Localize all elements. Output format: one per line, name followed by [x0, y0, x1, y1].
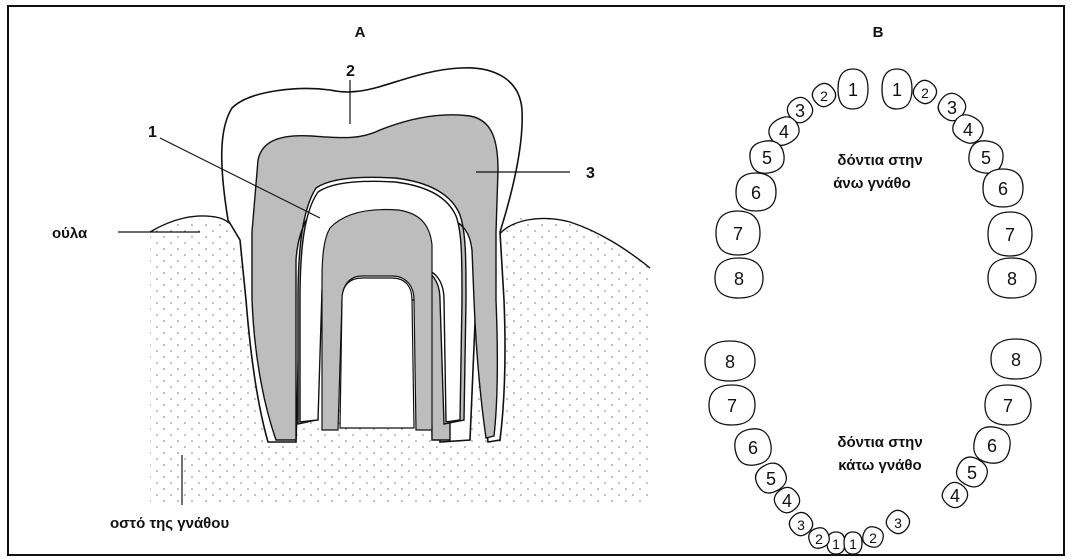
tooth-number: 5 [981, 148, 991, 168]
upper-caption-line2: άνω γνάθο [833, 175, 911, 192]
tooth-number: 1 [892, 80, 902, 100]
tooth-number: 2 [820, 88, 828, 104]
tooth-number: 5 [762, 148, 772, 168]
lower-tooth-right-1: 1 [844, 532, 862, 554]
label-gum: ούλα [52, 225, 88, 242]
lower-tooth-left-8: 8 [705, 341, 755, 381]
upper-tooth-right-6: 6 [983, 169, 1023, 207]
upper-tooth-left-2: 2 [809, 80, 840, 111]
tooth-number: 8 [1007, 269, 1017, 289]
tooth-number: 5 [967, 463, 977, 483]
tooth-number: 6 [987, 436, 997, 456]
lower-caption-line1: δόντια στην [837, 434, 922, 451]
tooth-number: 8 [1011, 350, 1021, 370]
upper-tooth-left-6: 6 [736, 173, 776, 211]
panel-b-title: B [873, 24, 884, 41]
tooth-number: 5 [766, 469, 776, 489]
tooth-number: 1 [832, 536, 840, 552]
tooth-number: 4 [779, 122, 789, 142]
pulp-chamber-inner [340, 278, 414, 428]
tooth-number: 7 [1003, 396, 1013, 416]
upper-caption-line1: δόντια στην [837, 152, 922, 169]
tooth-number: 6 [751, 183, 761, 203]
lower-tooth-right-8: 8 [991, 339, 1041, 379]
tooth-number: 1 [848, 80, 858, 100]
upper-tooth-right-1: 1 [882, 69, 912, 109]
label-1: 1 [148, 124, 157, 141]
tooth-number: 7 [1005, 225, 1015, 245]
tooth-number: 2 [815, 531, 823, 547]
panel-a-title: A [355, 24, 366, 41]
tooth-number: 8 [734, 269, 744, 289]
lower-tooth-right-3: 3 [883, 507, 914, 538]
lower-tooth-left-1: 1 [827, 532, 845, 554]
tooth-number: 7 [727, 396, 737, 416]
tooth-number: 8 [725, 352, 735, 372]
upper-tooth-left-8: 8 [715, 258, 763, 298]
tooth-number: 4 [782, 491, 792, 511]
tooth-number: 6 [748, 438, 758, 458]
tooth-number: 4 [963, 120, 973, 140]
tooth-number: 2 [921, 85, 929, 101]
lower-caption-line2: κάτω γνάθο [838, 457, 921, 474]
upper-tooth-right-2: 2 [910, 77, 941, 108]
lower-tooth-left-6: 6 [732, 426, 774, 468]
lower-tooth-right-2: 2 [860, 524, 886, 550]
tooth-number: 7 [733, 224, 743, 244]
upper-tooth-right-7: 7 [988, 212, 1032, 256]
upper-tooth-left-1: 1 [838, 69, 868, 109]
tooth-number: 3 [947, 98, 957, 118]
tooth-number: 3 [797, 517, 805, 533]
lower-tooth-left-7: 7 [709, 385, 755, 425]
panel-a: A 1 2 3 ούλα οσ [52, 24, 650, 532]
label-2: 2 [346, 63, 355, 80]
tooth-number: 3 [894, 515, 902, 531]
tooth-number: 6 [998, 179, 1008, 199]
tooth-number: 4 [950, 486, 960, 506]
lower-tooth-right-7: 7 [985, 385, 1031, 425]
upper-tooth-left-7: 7 [716, 211, 760, 255]
label-jaw-bone: οστό της γνάθου [110, 515, 229, 532]
tooth-number: 1 [849, 536, 857, 552]
label-3: 3 [586, 165, 595, 182]
tooth-number: 3 [795, 101, 805, 121]
upper-tooth-right-8: 8 [988, 258, 1036, 298]
tooth-number: 2 [869, 530, 877, 546]
